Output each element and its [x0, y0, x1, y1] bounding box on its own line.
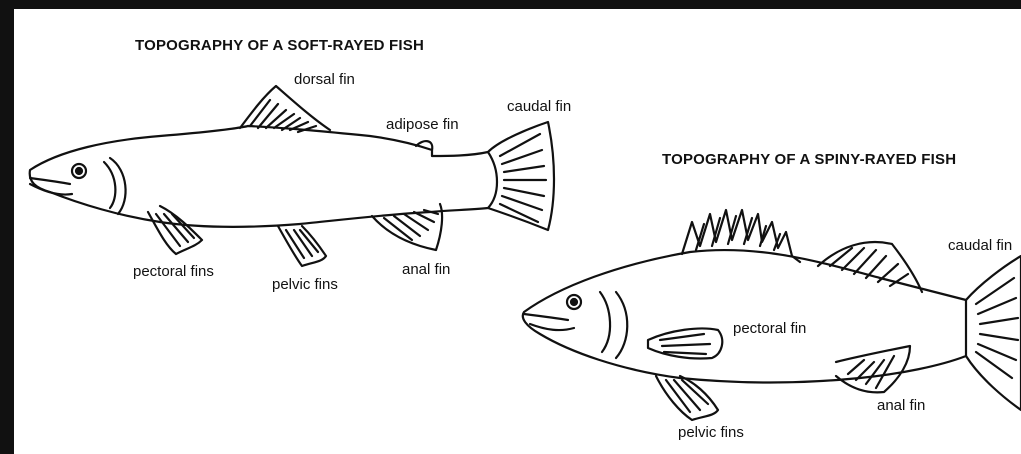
soft-label-adipose-fin: adipose fin	[386, 116, 459, 133]
soft-fish-mouth	[30, 178, 72, 195]
spiny-fish-pectoral-fin	[648, 328, 722, 358]
soft-label-anal-fin: anal fin	[402, 261, 450, 278]
soft-label-caudal-fin: caudal fin	[507, 98, 571, 115]
soft-label-pectoral-fins: pectoral fins	[133, 263, 214, 280]
spiny-fish-body-outline	[523, 250, 966, 382]
spiny-fish-gill	[600, 292, 627, 358]
soft-label-pelvic-fins: pelvic fins	[272, 276, 338, 293]
soft-fish-caudal-fin	[488, 122, 554, 230]
soft-fish-pelvic-fin	[278, 226, 326, 266]
soft-rayed-title: TOPOGRAPHY OF A SOFT-RAYED FISH	[135, 37, 424, 54]
spiny-rayed-fish	[523, 210, 1021, 420]
spiny-label-anal-fin: anal fin	[877, 397, 925, 414]
spiny-rayed-title: TOPOGRAPHY OF A SPINY-RAYED FISH	[662, 151, 956, 168]
soft-fish-pupil	[76, 168, 82, 174]
spiny-fish-anal-fin	[836, 346, 910, 392]
spiny-fish-caudal-fin	[966, 256, 1021, 410]
spiny-fish-pelvic-fin	[656, 376, 718, 420]
spiny-fish-pupil	[571, 299, 577, 305]
spiny-label-pectoral-fin: pectoral fin	[733, 320, 806, 337]
spiny-label-caudal-fin: caudal fin	[948, 237, 1012, 254]
soft-rayed-fish	[30, 86, 554, 266]
soft-fish-gill	[104, 158, 126, 214]
soft-label-dorsal-fin: dorsal fin	[294, 71, 355, 88]
spiny-label-pelvic-fins: pelvic fins	[678, 424, 744, 441]
soft-fish-pectoral-fin	[148, 206, 202, 254]
soft-fish-dorsal-fin	[240, 86, 330, 132]
